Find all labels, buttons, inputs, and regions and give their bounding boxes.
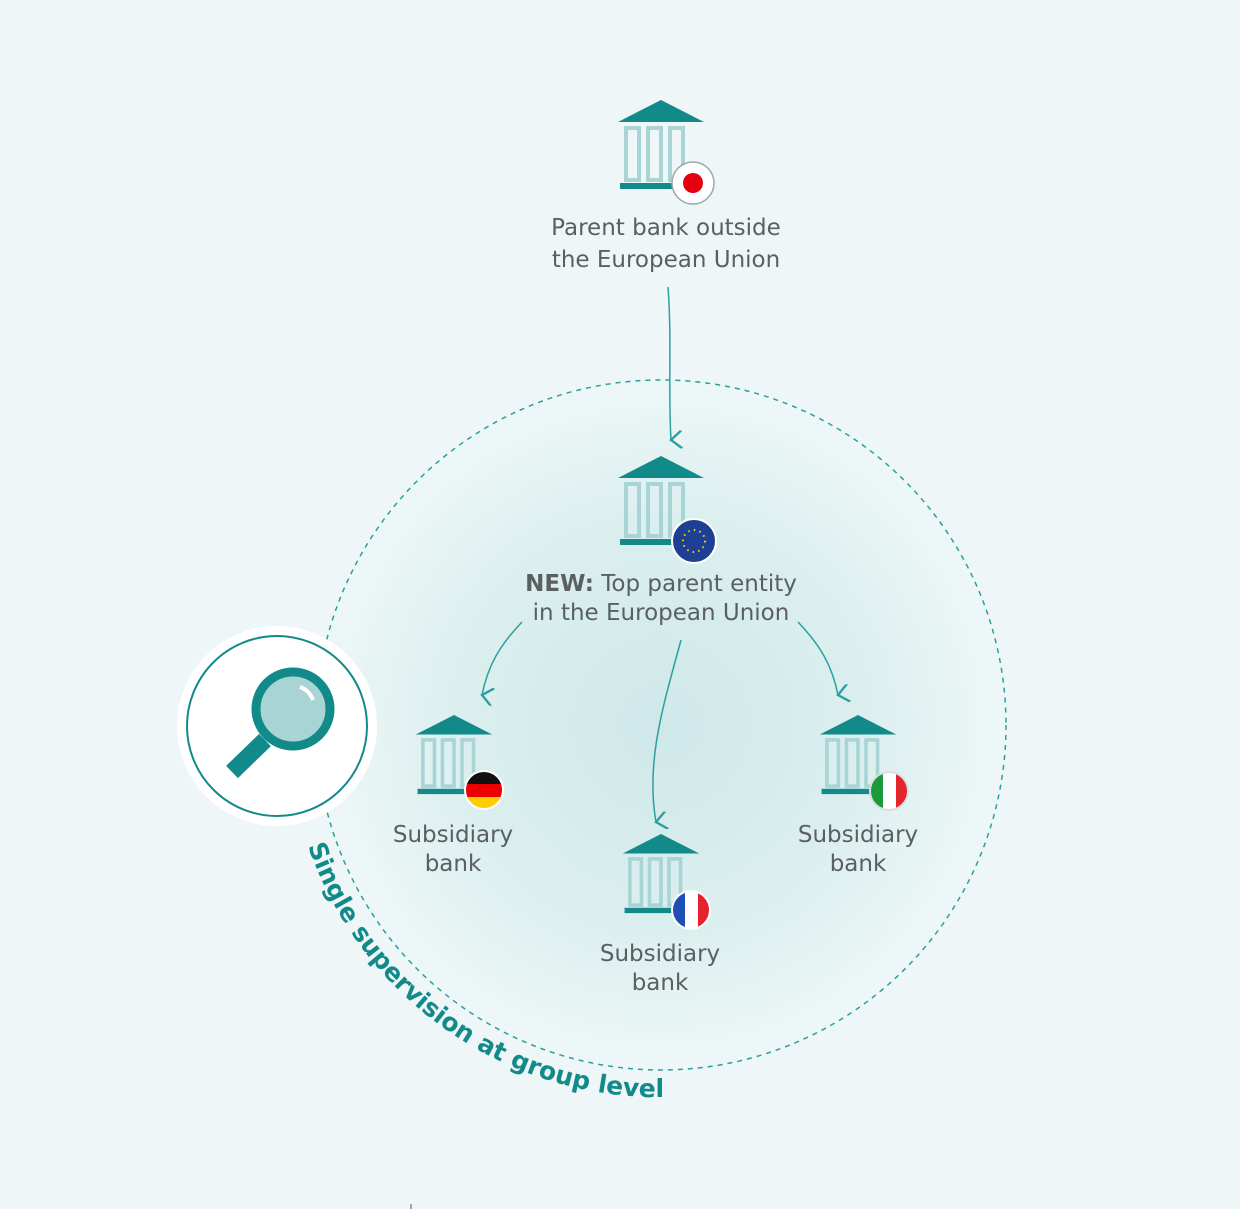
magnifier-icon <box>226 667 335 779</box>
subsidiary-france-node: Subsidiary bank <box>600 832 720 996</box>
magnifier-badge <box>177 626 377 826</box>
subsidiary-label-1: Subsidiary <box>393 822 513 848</box>
arrows <box>482 286 838 822</box>
arrow-top-to-germany <box>482 621 523 695</box>
top-entity-label-1: NEW: Top parent entity <box>525 571 797 597</box>
top-entity-node: NEW: Top parent entity in the European U… <box>525 456 797 626</box>
japan-flag-icon <box>671 161 715 205</box>
germany-flag-icon <box>464 770 504 810</box>
italy-flag-icon <box>869 771 909 811</box>
eu-flag-icon <box>671 518 717 564</box>
subsidiary-label-2: bank <box>830 851 887 877</box>
parent-bank-node: Parent bank outside the European Union <box>551 100 781 273</box>
new-tag: NEW: <box>525 571 594 597</box>
arrow-parent-to-top <box>667 286 671 440</box>
parent-bank-label-2: the European Union <box>552 247 780 273</box>
subsidiary-label-2: bank <box>632 970 689 996</box>
top-entity-label-2: in the European Union <box>533 600 790 626</box>
france-flag-icon <box>671 890 711 930</box>
arrow-top-to-italy <box>797 621 838 695</box>
subsidiary-label-1: Subsidiary <box>798 822 918 848</box>
subsidiary-germany-node: Subsidiary bank <box>393 713 513 877</box>
arrow-top-to-france <box>652 639 682 822</box>
subsidiary-italy-node: Subsidiary bank <box>798 713 918 877</box>
subsidiary-label-2: bank <box>425 851 482 877</box>
subsidiary-label-1: Subsidiary <box>600 941 720 967</box>
parent-bank-label-1: Parent bank outside <box>551 215 781 241</box>
